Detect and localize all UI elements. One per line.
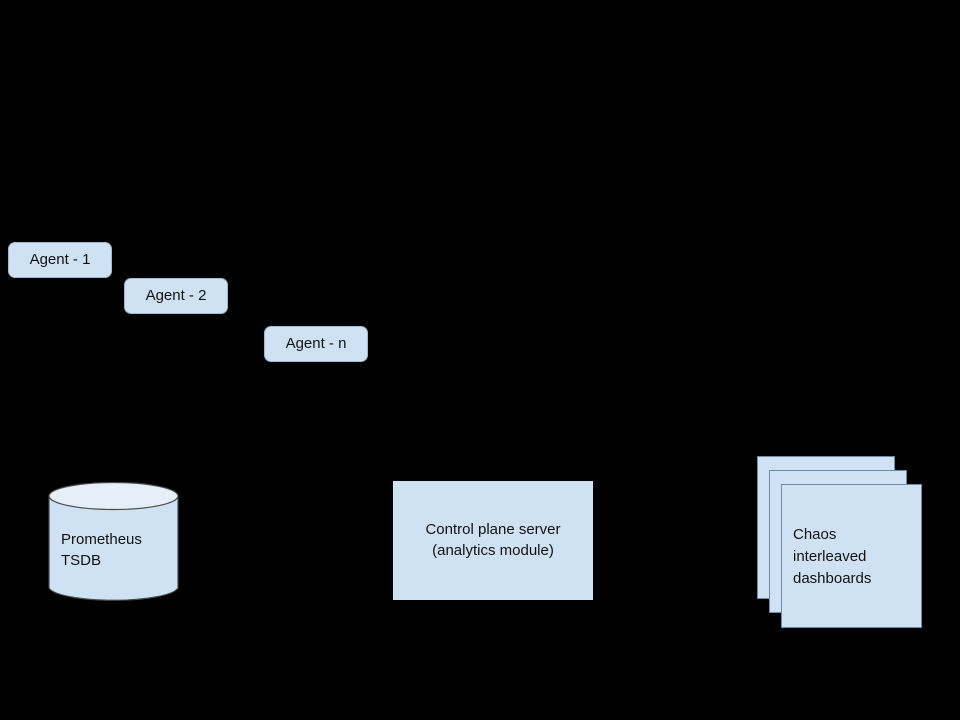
prometheus-tsdb-node[interactable]: Prometheus TSDB bbox=[48, 482, 179, 602]
chaos-dashboard-card-front[interactable] bbox=[781, 484, 922, 628]
control-plane-server-node[interactable]: Control plane server (analytics module) bbox=[393, 481, 593, 600]
agent-node-n-label: Agent - n bbox=[285, 335, 347, 353]
agent-node-1[interactable]: Agent - 1 bbox=[8, 242, 112, 278]
chaos-dashboards-label: Chaos interleaved dashboards bbox=[793, 526, 872, 588]
agent-node-2[interactable]: Agent - 2 bbox=[124, 278, 228, 314]
agent-node-n[interactable]: Agent - n bbox=[264, 326, 368, 362]
prometheus-tsdb-label: Prometheus TSDB bbox=[61, 531, 142, 569]
agent-node-2-label: Agent - 2 bbox=[145, 287, 207, 305]
cylinder-shape bbox=[48, 482, 179, 601]
agent-node-1-label: Agent - 1 bbox=[29, 251, 91, 269]
control-plane-server-label: Control plane server (analytics module) bbox=[425, 520, 561, 559]
